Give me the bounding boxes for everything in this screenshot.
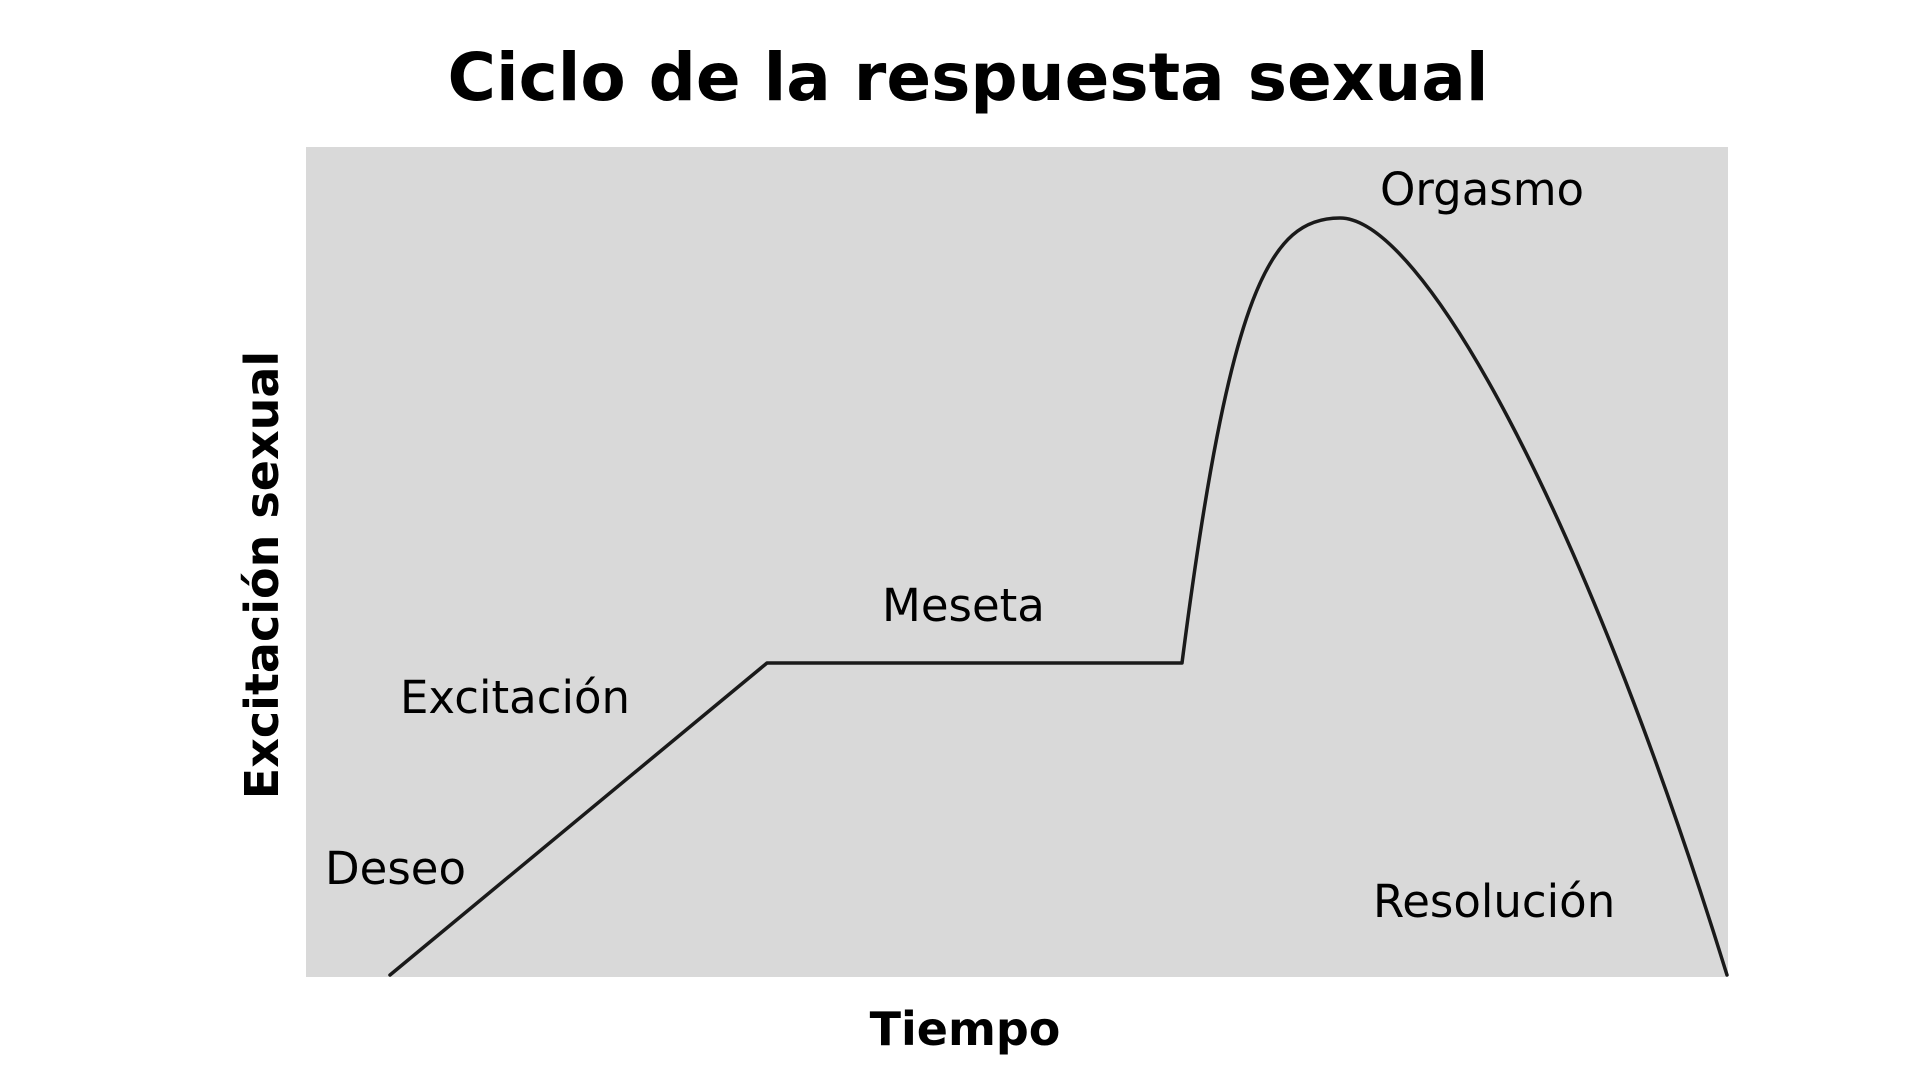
phase-label-deseo: Deseo — [325, 842, 466, 895]
x-axis-label: Tiempo — [870, 1002, 1061, 1056]
response-curve — [388, 216, 1729, 977]
diagram-title: Ciclo de la respuesta sexual — [448, 39, 1489, 116]
y-axis-label: Excitación sexual — [235, 351, 289, 799]
phase-label-meseta: Meseta — [882, 579, 1045, 632]
phase-label-orgasmo: Orgasmo — [1380, 163, 1584, 216]
phase-label-resolucion: Resolución — [1373, 875, 1615, 928]
phase-label-excitacion: Excitación — [400, 671, 630, 724]
plot-area — [306, 147, 1728, 977]
